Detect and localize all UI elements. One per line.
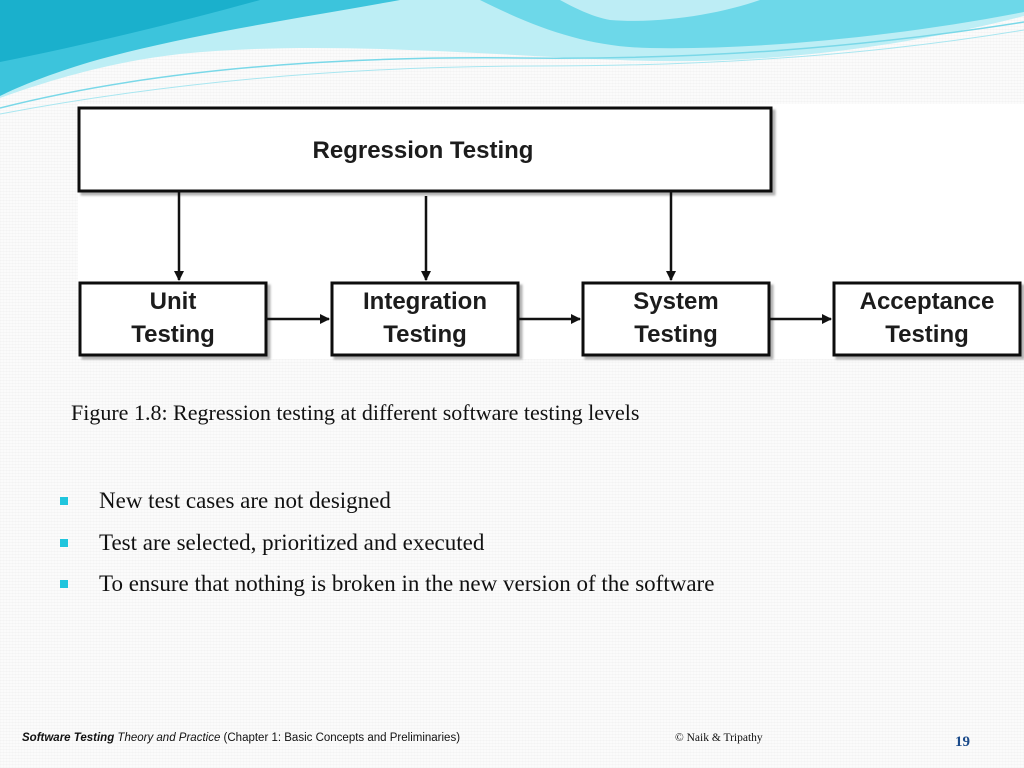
bullet-item: Test are selected, prioritized and execu… xyxy=(60,528,714,570)
level-label-line1: Unit xyxy=(150,288,197,315)
bullet-text: New test cases are not designed xyxy=(99,488,391,513)
level-box-integration: Integration Testing xyxy=(330,281,520,357)
level-label-line2: Testing xyxy=(383,321,467,348)
bullet-item: New test cases are not designed xyxy=(60,486,714,528)
square-bullet-icon xyxy=(60,580,68,588)
level-label-line2: Testing xyxy=(131,321,215,348)
footer-book-rest: Theory and Practice xyxy=(114,732,221,744)
square-bullet-icon xyxy=(60,538,68,547)
level-box-system: System Testing xyxy=(581,281,771,357)
level-box-unit: Unit Testing xyxy=(78,281,268,357)
footer-book-bold: Software Testing xyxy=(22,732,115,744)
bullet-text: Test are selected, prioritized and execu… xyxy=(99,529,485,555)
level-box-acceptance: Acceptance Testing xyxy=(832,281,1022,357)
level-label-line1: Integration xyxy=(363,288,487,315)
top-box: Regression Testing xyxy=(77,106,773,193)
page-number: 19 xyxy=(955,734,970,750)
figure-caption: Figure 1.8: Regression testing at differ… xyxy=(71,400,640,425)
level-label-line1: System xyxy=(633,288,718,315)
level-label-line1: Acceptance xyxy=(860,288,995,315)
down-arrows xyxy=(174,191,676,281)
footer-book-title: Software Testing Theory and Practice (Ch… xyxy=(22,732,460,744)
bullet-item: To ensure that nothing is broken in the … xyxy=(60,569,714,611)
square-bullet-icon xyxy=(60,497,68,505)
regression-testing-diagram: Regression Testing Unit Testing Integrat… xyxy=(77,106,1022,357)
level-label-line2: Testing xyxy=(885,321,969,348)
top-box-label: Regression Testing xyxy=(313,137,534,164)
header-wave-decoration xyxy=(0,0,1024,115)
footer-chapter: (Chapter 1: Basic Concepts and Prelimina… xyxy=(220,732,461,744)
level-label-line2: Testing xyxy=(634,321,718,348)
bullet-text: To ensure that nothing is broken in the … xyxy=(99,571,715,596)
bullet-list: New test cases are not designed Test are… xyxy=(60,486,714,611)
footer-copyright: © Naik & Tripathy xyxy=(675,732,763,744)
